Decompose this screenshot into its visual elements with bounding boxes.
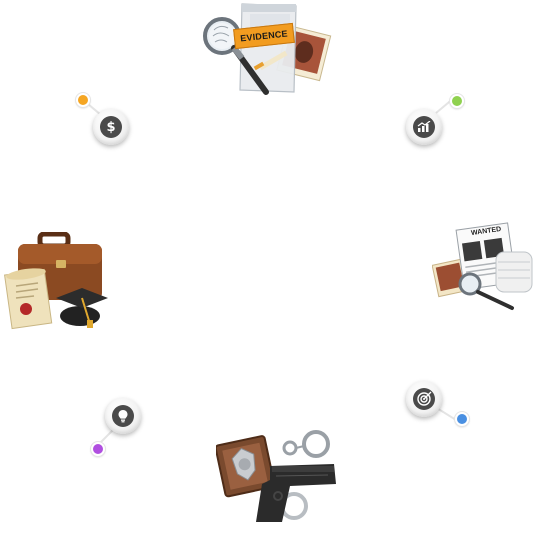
idea-indicator-dot bbox=[91, 442, 105, 456]
money-indicator-dot bbox=[76, 93, 90, 107]
idea-button[interactable] bbox=[105, 398, 141, 434]
evidence-illustration bbox=[203, 3, 332, 95]
education-briefcase-icon[interactable] bbox=[4, 231, 112, 336]
education-illustration bbox=[4, 231, 108, 330]
target-indicator-dot bbox=[455, 412, 469, 426]
growth-chart-icon bbox=[413, 116, 435, 138]
money-button[interactable]: $ bbox=[93, 109, 129, 145]
police-gear-icon[interactable] bbox=[214, 428, 342, 534]
target-button[interactable] bbox=[406, 381, 442, 417]
target-icon bbox=[413, 388, 435, 410]
police-illustration bbox=[214, 430, 336, 522]
lightbulb-icon bbox=[112, 405, 134, 427]
growth-indicator-dot bbox=[450, 94, 464, 108]
growth-button[interactable] bbox=[406, 109, 442, 145]
wanted-newspaper-icon[interactable]: WANTED bbox=[431, 222, 536, 314]
dollar-icon: $ bbox=[100, 116, 122, 138]
wanted-illustration bbox=[431, 222, 533, 310]
evidence-bag-icon[interactable]: EVIDENCE bbox=[198, 0, 334, 96]
